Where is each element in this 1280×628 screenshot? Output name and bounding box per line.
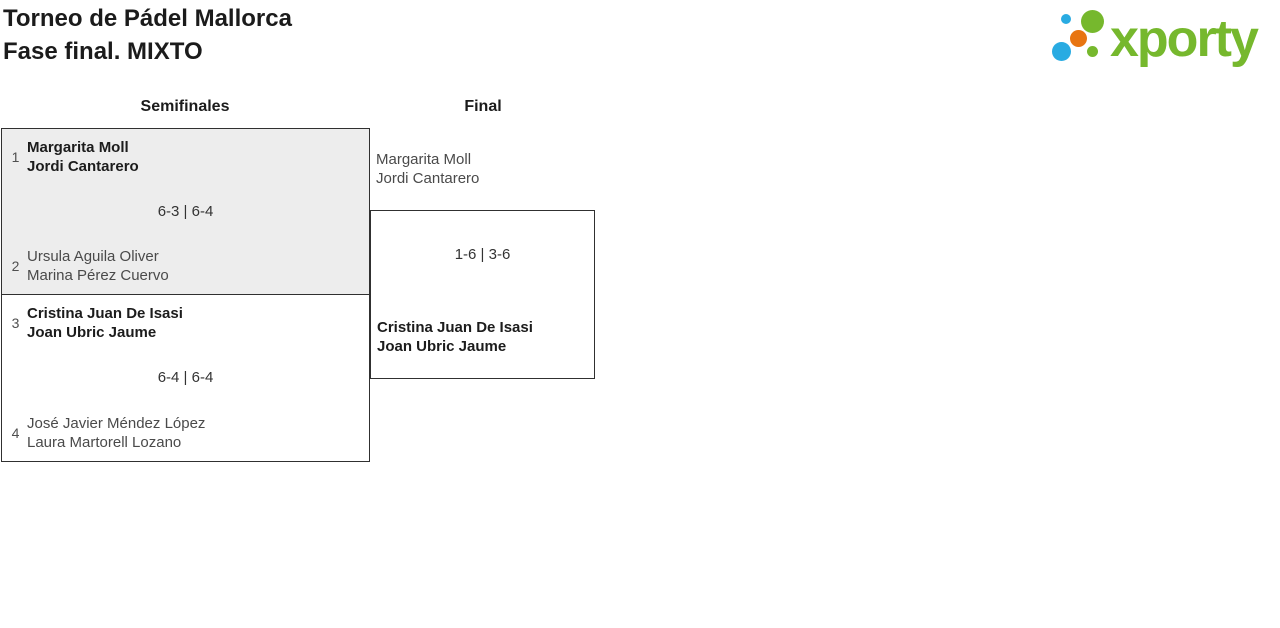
player-name: José Javier Méndez López [27, 415, 206, 432]
page-title-block: Torneo de Pádel Mallorca Fase final. MIX… [3, 2, 292, 68]
round-header-semifinales: Semifinales [140, 98, 230, 115]
final-finalist-top: Margarita Moll Jordi Cantarero [376, 150, 479, 188]
team-players: Ursula Aguila Oliver Marina Pérez Cuervo [27, 247, 169, 285]
logo-wordmark: xporty [1110, 10, 1259, 68]
page-subtitle: Fase final. MIXTO [3, 38, 203, 65]
team-row: 4 José Javier Méndez López Laura Martore… [8, 414, 206, 452]
final-winner-team: Cristina Juan De Isasi Joan Ubric Jaume [377, 318, 533, 356]
player-name: Joan Ubric Jaume [27, 324, 157, 341]
xporty-logo[interactable]: xporty [1045, 0, 1280, 75]
match-score: 1-6 | 3-6 [454, 246, 511, 263]
seed-number: 3 [11, 315, 20, 331]
player-name: Margarita Moll [27, 139, 129, 156]
logo-dot-icon [1081, 10, 1104, 33]
player-name: Jordi Cantarero [27, 158, 139, 175]
team-players: Cristina Juan De Isasi Joan Ubric Jaume [27, 304, 183, 342]
seed-number: 4 [11, 425, 20, 441]
match-semifinal-1[interactable]: 1 Margarita Moll Jordi Cantarero 6-3 | 6… [1, 128, 370, 295]
round-header-final: Final [464, 98, 502, 115]
player-name: Ursula Aguila Oliver [27, 248, 159, 265]
team-row: 3 Cristina Juan De Isasi Joan Ubric Jaum… [8, 304, 183, 342]
logo-dot-icon [1052, 42, 1071, 61]
match-score: 6-4 | 6-4 [157, 369, 214, 386]
player-name: Laura Martorell Lozano [27, 434, 182, 451]
match-final[interactable]: 1-6 | 3-6 Cristina Juan De Isasi Joan Ub… [370, 210, 595, 379]
team-row: 1 Margarita Moll Jordi Cantarero [8, 138, 139, 176]
team-players: Margarita Moll Jordi Cantarero [27, 138, 139, 176]
match-score: 6-3 | 6-4 [157, 202, 214, 220]
seed-number: 1 [11, 149, 20, 165]
player-name: Joan Ubric Jaume [377, 338, 507, 355]
player-name: Margarita Moll [376, 151, 472, 168]
match-semifinal-2[interactable]: 3 Cristina Juan De Isasi Joan Ubric Jaum… [1, 294, 370, 462]
team-players: José Javier Méndez López Laura Martorell… [27, 414, 205, 452]
logo-dot-icon [1070, 30, 1087, 47]
page-title: Torneo de Pádel Mallorca [3, 5, 292, 32]
player-name: Cristina Juan De Isasi [377, 319, 533, 336]
player-name: Marina Pérez Cuervo [27, 267, 169, 284]
logo-dot-icon [1087, 46, 1098, 57]
seed-number: 2 [11, 258, 20, 274]
player-name: Jordi Cantarero [376, 170, 480, 187]
player-name: Cristina Juan De Isasi [27, 305, 183, 322]
team-row: 2 Ursula Aguila Oliver Marina Pérez Cuer… [8, 247, 169, 285]
logo-dot-icon [1061, 14, 1071, 24]
